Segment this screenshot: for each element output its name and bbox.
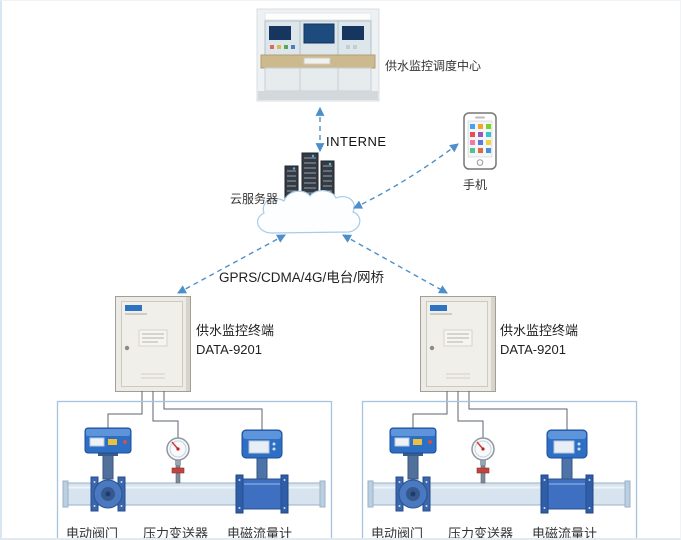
control-room-photo	[256, 8, 380, 102]
terminal-name-left: 供水监控终端	[196, 323, 275, 338]
link-cloud-phone	[352, 143, 459, 209]
terminal-name-right: 供水监控终端	[500, 323, 579, 338]
terminal-label-right: 供水监控终端 DATA-9201	[500, 321, 578, 359]
gprs-link-label: GPRS/CDMA/4G/电台/网桥	[219, 270, 385, 285]
flowmeter-label-left: 电磁流量计	[227, 526, 293, 540]
link-cloud-terminal-left	[177, 234, 286, 294]
phone-label: 手机	[463, 178, 488, 192]
cloud-server-label: 云服务器	[230, 192, 279, 206]
control-center-label: 供水监控调度中心	[385, 59, 482, 73]
flowmeter-label-right: 电磁流量计	[532, 526, 598, 540]
cloud-shape	[256, 190, 361, 234]
pressure-label-right: 压力变送器	[448, 526, 514, 540]
valve-label-right: 电动阀门	[371, 526, 424, 540]
terminal-label-left: 供水监控终端 DATA-9201	[196, 321, 274, 359]
pressure-label-left: 压力变送器	[143, 526, 209, 540]
terminal-model-right: DATA-9201	[500, 342, 566, 357]
link-cloud-terminal-right	[342, 234, 448, 294]
server-cloud-icon	[256, 152, 361, 234]
internet-label: INTERNE	[326, 134, 387, 149]
pump-site-left	[56, 295, 333, 538]
network-links	[177, 106, 459, 294]
terminal-model-left: DATA-9201	[196, 342, 262, 357]
valve-label-left: 电动阀门	[66, 526, 119, 540]
smartphone-icon	[463, 112, 497, 170]
